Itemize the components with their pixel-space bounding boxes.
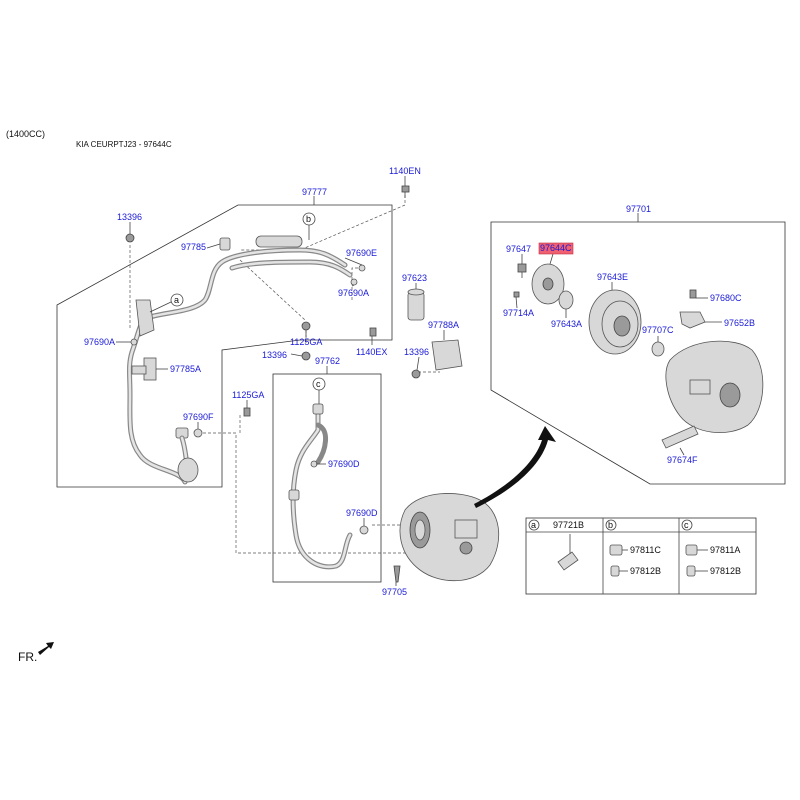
label-1125GA-lower[interactable]: 1125GA — [232, 390, 264, 400]
label-97623[interactable]: 97623 — [402, 273, 427, 283]
label-13396-top[interactable]: 13396 — [117, 212, 142, 222]
legend-c-part-1[interactable]: 97811A — [710, 545, 740, 555]
label-97690E[interactable]: 97690E — [346, 248, 377, 258]
control-valve — [661, 425, 699, 449]
label-1140EX[interactable]: 1140EX — [356, 347, 387, 357]
model-code: KIA CEURPTJ23 - 97644C — [76, 140, 172, 149]
field-coil — [651, 341, 665, 357]
label-97705[interactable]: 97705 — [382, 587, 407, 597]
legend-b-key: b — [608, 520, 613, 530]
legend-b-part-1[interactable]: 97811C — [630, 545, 661, 555]
label-97707C[interactable]: 97707C — [642, 325, 674, 335]
label-97690A-lower[interactable]: 97690A — [84, 337, 115, 347]
pulley — [588, 289, 642, 355]
svg-text:c: c — [316, 379, 321, 389]
label-97788A[interactable]: 97788A — [428, 320, 459, 330]
front-direction-label: FR. — [18, 650, 37, 664]
label-13396-right[interactable]: 13396 — [404, 347, 429, 357]
callout-a — [170, 293, 184, 307]
label-97690A-upper[interactable]: 97690A — [338, 288, 369, 298]
label-97690D-lower[interactable]: 97690D — [346, 508, 378, 518]
nut-1125GA — [301, 321, 311, 331]
label-97674F[interactable]: 97674F — [667, 455, 698, 465]
highlight-97644C — [538, 242, 574, 255]
legend-a-part[interactable]: 97721B — [553, 520, 584, 530]
label-1140EN[interactable]: 1140EN — [389, 166, 421, 176]
compressor-assembly-frame — [490, 221, 786, 485]
label-97690D-upper[interactable]: 97690D — [328, 459, 360, 469]
label-13396-mid[interactable]: 13396 — [262, 350, 287, 360]
svg-text:b: b — [306, 214, 311, 224]
svg-text:a: a — [174, 295, 179, 305]
label-97680C[interactable]: 97680C — [710, 293, 742, 303]
label-97762[interactable]: 97762 — [315, 356, 340, 366]
label-1125GA-upper[interactable]: 1125GA — [290, 337, 322, 347]
legend-a-key: a — [531, 520, 536, 530]
clutch-hub — [531, 263, 565, 305]
hose-assembly-frame — [56, 204, 393, 488]
snap-ring — [558, 290, 574, 310]
legend-c-part-2[interactable]: 97812B — [710, 566, 741, 576]
bolt-1140EN — [401, 185, 410, 198]
label-97714A[interactable]: 97714A — [503, 308, 534, 318]
label-97647[interactable]: 97647 — [506, 244, 531, 254]
liquid-pipe-frame — [272, 373, 382, 583]
label-97652B[interactable]: 97652B — [724, 318, 755, 328]
label-97701[interactable]: 97701 — [626, 204, 651, 214]
label-97643E[interactable]: 97643E — [597, 272, 628, 282]
bracket-97788A — [431, 339, 463, 371]
receiver-drier — [407, 291, 425, 321]
nut-13396 — [125, 233, 135, 243]
engine-label: (1400CC) — [6, 129, 45, 139]
legend-c-key: c — [684, 520, 689, 530]
label-97643A[interactable]: 97643A — [551, 319, 582, 329]
compressor-body — [665, 340, 764, 433]
front-arrow-icon — [38, 642, 54, 655]
label-97777[interactable]: 97777 — [302, 187, 327, 197]
legend-table — [525, 517, 757, 595]
direction-arrow — [474, 426, 556, 508]
compressor-installed — [399, 493, 500, 582]
label-97785A[interactable]: 97785A — [170, 364, 201, 374]
label-97785[interactable]: 97785 — [181, 242, 206, 252]
label-97690F[interactable]: 97690F — [183, 412, 214, 422]
label-97644C[interactable]: 97644C — [540, 243, 572, 253]
legend-b-part-2[interactable]: 97812B — [630, 566, 661, 576]
